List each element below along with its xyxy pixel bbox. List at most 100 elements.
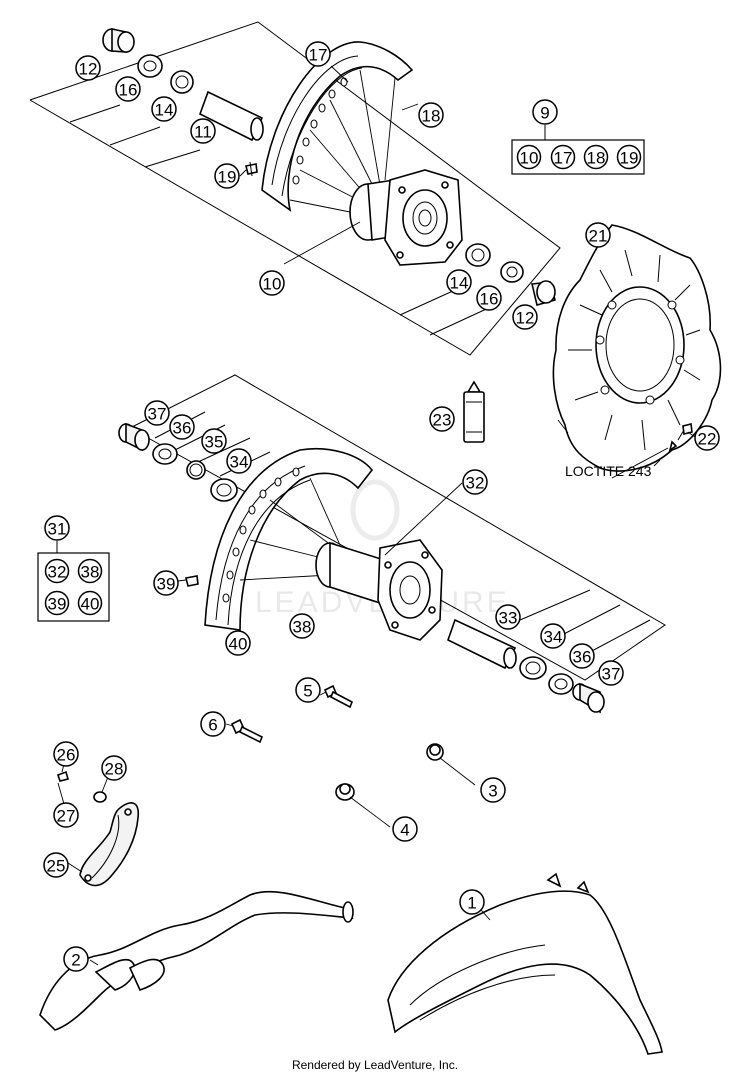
callout-circle [305,41,331,67]
callout-circle [77,590,103,616]
rear-wheel-group [118,374,666,714]
callout-circle [295,677,321,703]
callout-4: 4 [392,816,418,842]
callout-40: 40 [225,630,251,656]
front-spoke-nipple [245,161,258,177]
callout-28: 28 [101,755,127,781]
callout-32: 32 [44,558,70,584]
callout-36: 36 [169,414,195,440]
callout-circle [540,623,566,649]
rear-spacer [118,422,150,452]
callout-38: 38 [289,613,315,639]
callout-25: 25 [43,852,69,878]
callout-number: 32 [48,563,67,582]
callout-number: 2 [71,951,80,970]
callout-circle [532,99,558,125]
callout-33: 33 [495,604,521,630]
callout-37: 37 [144,400,170,426]
callout-circle [392,816,418,842]
callout-10: 10 [259,270,285,296]
loctite-note-text: LOCTITE 243 [565,463,652,479]
callout-number: 18 [587,149,606,168]
callout-number: 23 [433,411,452,430]
callout-circle [169,414,195,440]
callout-18: 18 [583,144,609,170]
callout-circle [289,613,315,639]
footer-credit: Rendered by LeadVenture, Inc. [291,1058,459,1072]
front-axis-frame [29,21,561,356]
callout-number: 27 [57,807,76,826]
callout-number: 38 [293,618,312,637]
bolt-5 [323,684,354,709]
callout-12: 12 [512,304,538,330]
callout-circle [616,144,642,170]
front-seal [137,54,163,78]
loctite-note: LOCTITE 243 [565,459,661,479]
callout-27: 27 [53,802,79,828]
callout-36: 36 [569,643,595,669]
callout-number: 35 [205,433,224,452]
callout-number: 10 [263,275,282,294]
callout-number: 14 [155,101,174,120]
front-fender [387,872,663,1055]
rear-axis-line [197,437,251,463]
callout-circle [480,777,506,803]
callout-circle [201,428,227,454]
front-axis-line [69,104,121,123]
callout-number: 39 [48,595,67,614]
disc-bolt [668,423,693,452]
callout-circle [44,558,70,584]
callout-16: 16 [115,76,141,102]
callout-circle [459,889,485,915]
callout-10: 10 [516,144,542,170]
callout-circle [44,590,70,616]
callout-14: 14 [151,96,177,122]
rear-hub [315,539,443,641]
callout-31: 31 [44,515,70,541]
rear-right-spacer [572,682,605,714]
callout-circle [43,852,69,878]
callout-21: 21 [585,222,611,248]
callout-40: 40 [77,590,103,616]
callout-circle [598,660,624,686]
callout-circle [446,269,472,295]
callout-number: 14 [450,274,469,293]
callout-circle [151,96,177,122]
brake-guard [79,802,140,887]
callout-circle [115,76,141,102]
callout-number: 4 [400,821,409,840]
front-axis-line [109,126,161,146]
rear-bearing [210,478,238,502]
rear-axis-line [559,604,621,637]
callout-number: 38 [81,563,100,582]
front-right-spacer [531,280,556,306]
callout-number: 3 [488,782,497,801]
callout-3: 3 [480,777,506,803]
rear-axis-line [519,589,591,621]
front-right-bearing [465,243,491,267]
callout-38: 38 [77,558,103,584]
callout-number: 9 [540,104,549,123]
bushing-4 [335,783,355,801]
callout-circle [53,741,79,767]
callout-circle [462,469,488,495]
callout-circle [429,406,455,432]
brake-disc [552,224,722,472]
callout-circle [694,425,720,451]
callout-17: 17 [550,144,576,170]
callout-circle [200,711,226,737]
rear-seal [152,443,178,465]
rear-right-bearing [519,656,547,680]
callout-2: 2 [63,946,89,972]
callout-12: 12 [75,55,101,81]
callout-22: 22 [694,425,720,451]
callout-number: 21 [589,227,608,246]
callout-circle [190,118,216,144]
callout-number: 34 [544,628,563,647]
callout-circle [418,102,444,128]
callout-circle [259,270,285,296]
callout-number: 17 [309,46,328,65]
callout-number: 17 [554,149,573,168]
callout-number: 6 [208,716,217,735]
callout-circle [585,222,611,248]
